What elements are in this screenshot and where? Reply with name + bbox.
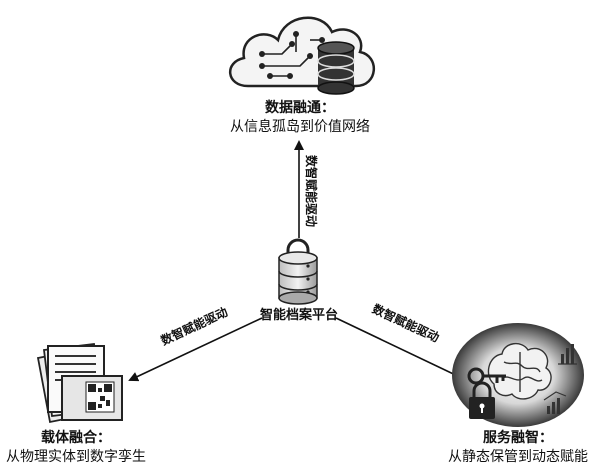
arrow-to-right bbox=[335, 317, 468, 382]
edge-label-left: 数智赋能驱动 bbox=[158, 304, 230, 348]
brain-icon bbox=[487, 343, 552, 400]
documents-qr-code-icon bbox=[36, 342, 123, 424]
database-stack-icon bbox=[317, 41, 355, 95]
arrow-to-left bbox=[128, 317, 263, 382]
brain-key-lock-icon bbox=[452, 323, 584, 427]
cloud-network-database-icon bbox=[228, 16, 376, 95]
qr-code-icon bbox=[85, 381, 115, 413]
right-node-title: 服务融智： bbox=[483, 429, 553, 446]
bar-chart-icon bbox=[558, 344, 577, 365]
growth-chart-icon bbox=[543, 391, 567, 414]
edge-label-right: 数智赋能驱动 bbox=[370, 301, 442, 345]
edge-label-up: 数智赋能驱动 bbox=[304, 155, 319, 227]
center-platform-label: 智能档案平台 bbox=[260, 307, 338, 323]
database-lock-icon bbox=[278, 238, 318, 305]
right-node-subtitle: 从静态保管到动态赋能 bbox=[448, 449, 588, 465]
top-node-title: 数据融通： bbox=[265, 99, 335, 116]
left-node-title: 载体融合： bbox=[41, 429, 111, 446]
top-node-subtitle: 从信息孤岛到价值网络 bbox=[230, 118, 370, 135]
left-node-subtitle: 从物理实体到数字孪生 bbox=[6, 448, 146, 465]
key-icon bbox=[467, 367, 506, 385]
padlock-icon bbox=[469, 381, 495, 419]
